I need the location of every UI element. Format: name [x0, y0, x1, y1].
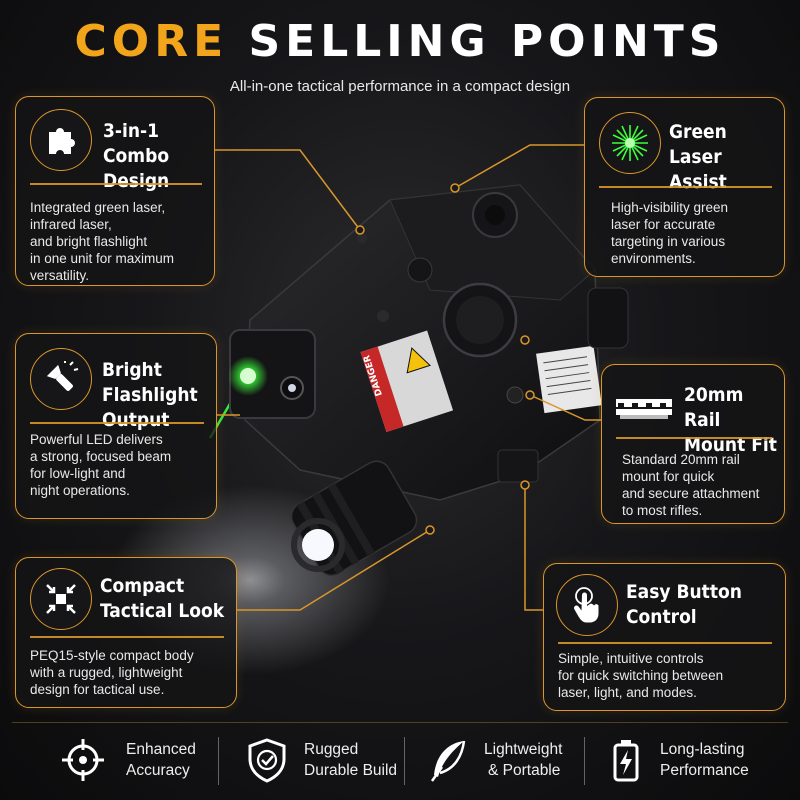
card-title: Easy Button Control [626, 581, 742, 628]
card-title: 3-in-1 Combo Design [103, 120, 170, 192]
feather-icon [430, 740, 466, 782]
touch-hand-icon [556, 574, 618, 636]
card-divider [599, 186, 772, 188]
title-rest: SELLING POINTS [248, 16, 726, 67]
rail-mount-icon [612, 377, 676, 439]
card-divider [616, 437, 772, 439]
card-body: Simple, intuitive controls for quick swi… [558, 651, 724, 700]
feature-card-green-laser: Green Laser Assist High-visibility green… [584, 97, 785, 277]
card-title: Compact Tactical Look [100, 575, 225, 622]
feature-label: Enhanced Accuracy [126, 741, 196, 779]
feature-enhanced-accuracy: Enhanced Accuracy [60, 733, 220, 789]
page-subtitle: All-in-one tactical performance in a com… [229, 78, 571, 95]
feature-long-lasting: Long-lasting Performance [604, 733, 774, 789]
card-body: PEQ15-style compact body with a rugged, … [30, 648, 194, 697]
feature-strip: Enhanced Accuracy Rugged Durable Build L… [12, 722, 788, 796]
card-title: Bright Flashlight Output [102, 359, 198, 431]
card-body: Standard 20mm rail mount for quick and s… [622, 452, 760, 518]
laser-burst-icon [599, 112, 661, 174]
card-body: Integrated green laser, infrared laser, … [30, 200, 175, 283]
title-accent: CORE [74, 16, 229, 67]
feature-rugged-build: Rugged Durable Build [244, 733, 409, 789]
card-title: 20mm Rail Mount Fit [684, 384, 777, 456]
card-body: Powerful LED delivers a strong, focused … [30, 432, 172, 498]
feature-label: Rugged Durable Build [304, 741, 398, 779]
feature-card-rail-mount: 20mm Rail Mount Fit Standard 20mm rail m… [601, 364, 785, 524]
flashlight-icon [30, 348, 92, 410]
feature-divider [584, 737, 585, 785]
feature-card-compact-look: Compact Tactical Look PEQ15-style compac… [15, 557, 237, 708]
card-divider [558, 642, 772, 644]
shield-check-icon [248, 738, 286, 783]
danger-label: DANGER [362, 354, 385, 398]
crosshair-icon [62, 739, 104, 781]
feature-card-button-control: Easy Button Control Simple, intuitive co… [543, 563, 786, 711]
card-divider [30, 183, 202, 185]
card-title: Green Laser Assist [669, 121, 727, 193]
page-title: CORE SELLING POINTS [0, 14, 800, 70]
card-body: High-visibility green laser for accurate… [611, 200, 729, 266]
feature-divider [404, 737, 405, 785]
feature-divider [218, 737, 219, 785]
battery-bolt-icon [613, 740, 639, 782]
feature-label: Lightweight & Portable [484, 741, 563, 779]
card-divider [30, 422, 204, 424]
puzzle-piece-icon [30, 109, 92, 171]
feature-card-combo-design: 3-in-1 Combo Design Integrated green las… [15, 96, 215, 286]
feature-card-flashlight: Bright Flashlight Output Powerful LED de… [15, 333, 217, 519]
compress-arrows-icon [30, 568, 92, 630]
feature-lightweight: Lightweight & Portable [426, 733, 586, 789]
card-divider [30, 636, 224, 638]
feature-label: Long-lasting Performance [660, 741, 749, 779]
